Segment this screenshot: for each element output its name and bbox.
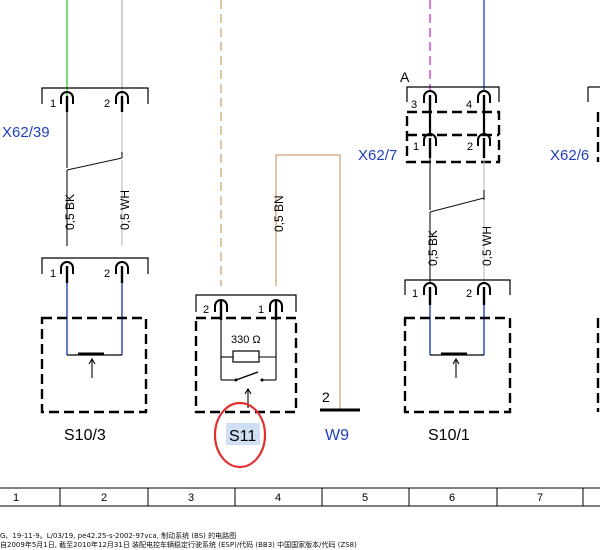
grid-cell-label: 7: [537, 492, 543, 504]
wire-wh-label: 0,5 WH: [480, 226, 494, 266]
pin-1-label: 1: [50, 268, 56, 280]
footer-line-1: G、19-11-9。L/03/19, pe42.25-s-2002-97vca,…: [0, 532, 237, 540]
grid-cell-label: 6: [449, 492, 455, 504]
wire-bn: [275, 154, 341, 410]
component-s11-box: [194, 316, 298, 414]
grid-cell-label: 4: [275, 492, 281, 504]
component-s11-label: S11: [229, 428, 256, 445]
wire-bn-label: 0,5 BN: [272, 195, 286, 232]
pin-3-label: 3: [411, 99, 417, 111]
wire-wh-label: 0,5 WH: [118, 190, 132, 230]
pin-1-label: 1: [50, 98, 56, 110]
connector-s11: [195, 294, 297, 312]
connector-a-label: A: [400, 69, 410, 85]
component-s10-1-box: [403, 316, 512, 414]
component-s10-3-box: [40, 316, 148, 414]
grid-cell-label: 2: [101, 492, 107, 504]
connector-x62-7-label: X62/7: [358, 147, 397, 164]
footer-line-2: 自2009年5月1日, 截至2010年12月31日 装配电控车辆稳定行驶系统 (…: [0, 541, 357, 549]
pin-1-label: 1: [412, 288, 418, 300]
pin-2-label: 2: [467, 141, 473, 153]
pin-1-label: 1: [258, 304, 264, 316]
connector-x62-39-label: X62/39: [2, 124, 50, 141]
component-s10-3-label: S10/3: [64, 427, 106, 444]
pin-4-label: 4: [466, 99, 472, 111]
pin-2-label: 2: [203, 304, 209, 316]
connector-s10-1: [404, 279, 511, 295]
grid-cell-label: 5: [362, 492, 368, 504]
wire-bk-label: 0,5 BK: [63, 194, 77, 230]
connector-x62-6-label: X62/6: [550, 147, 589, 164]
pin-2-label: 2: [466, 288, 472, 300]
s11-highlight-fill: [226, 423, 260, 445]
component-w9-label: W9: [325, 427, 349, 444]
grid-cell-label: 1: [13, 492, 19, 504]
grid-cell-label: 3: [188, 492, 194, 504]
resistor-symbol: [232, 350, 260, 363]
connector-s10-3: [41, 257, 149, 274]
component-s10-1-label: S10/1: [428, 427, 470, 444]
connector-x62-39: [41, 87, 149, 104]
s11-highlight-circle: [213, 401, 267, 469]
pin-2-label: 2: [104, 268, 110, 280]
wire-bk-label: 0,5 BK: [426, 230, 440, 266]
pin-1-label: 1: [413, 141, 419, 153]
resistor-value: 330 Ω: [231, 334, 261, 346]
w9-pin-label: 2: [322, 389, 330, 405]
connector-x62-7-box: [405, 110, 501, 164]
pin-2-label: 2: [104, 98, 110, 110]
